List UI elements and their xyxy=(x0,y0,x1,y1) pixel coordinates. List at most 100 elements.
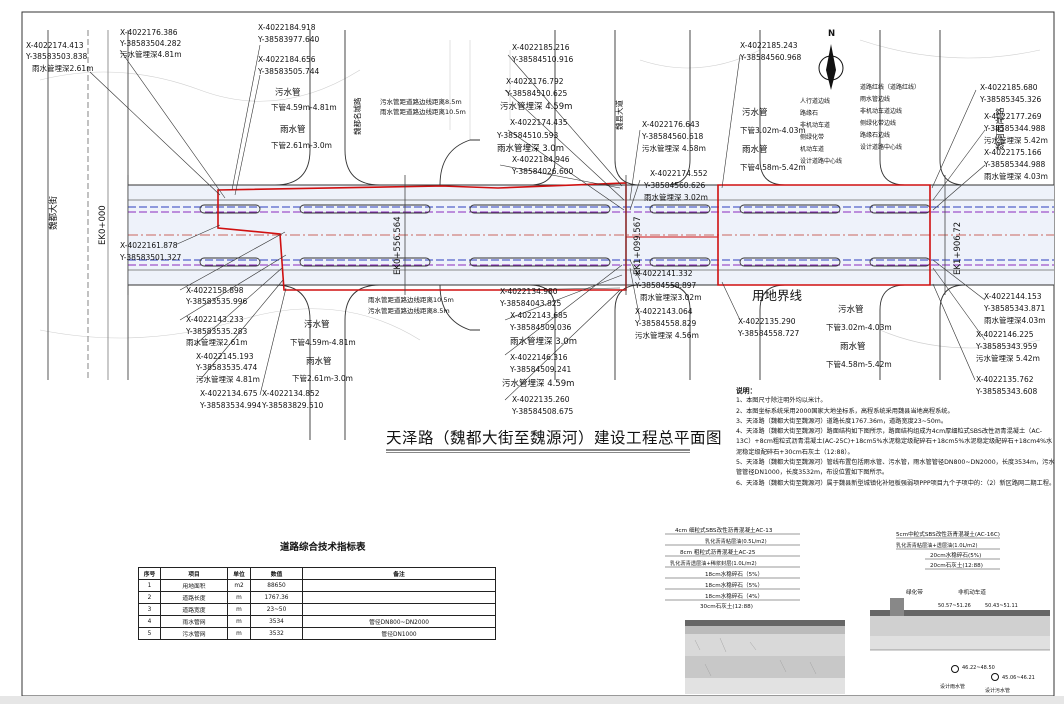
pipe2-rain-depth: 下管2.61m-3.0m xyxy=(292,373,353,383)
note-6: 6、天泽路（魏都大街至魏源河）属于魏县新型城镇化补短板强弱项PPP项目九个子项中… xyxy=(736,479,1056,487)
coord-c15-x: X-4022134.980 xyxy=(500,287,558,296)
sec2-label-5: 45.06~46.21 xyxy=(1002,675,1035,681)
coord-c17-depth: 污水管埋深 4.59m xyxy=(502,378,574,389)
sec1-layer-7: 30cm石灰土(12:88) xyxy=(700,602,753,610)
coord-c18-y: Y-38584508.675 xyxy=(511,407,573,416)
table-cell xyxy=(302,579,496,592)
notes-heading: 说明： xyxy=(736,387,757,395)
table-row: 5 污水管网 m 3532 管径DN1000 xyxy=(138,627,496,640)
road-name-east: 魏河西岸路 xyxy=(995,107,1006,150)
coord-c09-y: Y-38583534.994 xyxy=(199,401,261,410)
coord-c12-y: Y-38584510.625 xyxy=(505,89,567,98)
coord-c24-x: X-4022185.243 xyxy=(740,41,798,50)
pipe2-sewer: 污水管 xyxy=(304,319,330,330)
note-1: 1、本图尺寸除注明外均以米计。 xyxy=(736,397,827,405)
coord-c23-y: Y-38584558.727 xyxy=(737,329,799,338)
line-legend: 人行道边线 路缘石 非机动车道 侧绿化带 机动车道 设计道路中心线 道路红线（道… xyxy=(800,83,920,165)
coord-c21-depth: 雨水管埋深3.02m xyxy=(640,292,702,302)
legend-10: 路缘石边线 xyxy=(860,131,890,139)
coord-c23-x: X-4022135.290 xyxy=(738,317,796,326)
table-cell: 用地面积 xyxy=(160,579,228,592)
pipe4-sewer-depth: 下管3.02m-4.03m xyxy=(826,322,892,332)
coord-c07-depth: 雨水管埋深2.61m xyxy=(186,337,248,347)
coord-c28-depth: 雨水管埋深4.03m xyxy=(984,315,1046,325)
coord-c02-x: X-4022176.386 xyxy=(120,28,178,37)
sec2-label-2: 50.57~51.26 xyxy=(938,603,971,609)
table-cell: 管径DN800~DN2000 xyxy=(302,615,496,628)
coord-c10-x: X-4022134.852 xyxy=(262,389,320,398)
sec2-label-7: 设计污水管 xyxy=(985,687,1010,694)
pipe3-sewer-depth: 下管3.02m-4.03m xyxy=(740,125,806,135)
pipe1-sewer: 污水管 xyxy=(275,87,301,98)
legend-1: 路缘石 xyxy=(800,109,818,117)
coord-c05-y: Y-38583501.327 xyxy=(119,253,181,262)
table-header: 项目 xyxy=(160,567,228,580)
pipe4-sewer: 污水管 xyxy=(838,304,864,315)
coord-c20-y: Y-38584560.626 xyxy=(643,181,705,190)
coord-c12-x: X-4022176.792 xyxy=(506,77,564,86)
coord-c08-y: Y-38583535.474 xyxy=(195,363,257,372)
table-cell: 管径DN1000 xyxy=(302,627,496,640)
table-row: 4 雨水管网 m 3534 管径DN800~DN2000 xyxy=(138,615,496,628)
sec1-layer-0: 4cm 细粒式SBS改性沥青混凝土AC-13 xyxy=(675,526,773,534)
offset-bottom-2: 污水管距道路边线距离8.5m xyxy=(368,306,450,315)
road-name-a: 魏都名城路 xyxy=(352,97,362,135)
sec2-label-3: 50.43~51.11 xyxy=(985,603,1018,609)
legend-5: 设计道路中心线 xyxy=(800,157,842,165)
north-arrow-icon: N xyxy=(818,29,844,90)
coord-c20-depth: 雨水管埋深 3.02m xyxy=(644,192,708,202)
drawing-title: 天泽路（魏都大街至魏源河）建设工程总平面图 xyxy=(386,429,723,447)
coord-c01-y: Y-38583503.838 xyxy=(25,52,87,61)
coord-c04-y: Y-38583505.744 xyxy=(257,67,319,76)
coord-c21-x: X-4022141.332 xyxy=(635,269,693,278)
table-cell: 1 xyxy=(138,579,161,592)
sec1-layer-6: 18cm水稳碎石（4%） xyxy=(705,592,763,600)
coord-c04-x: X-4022184.656 xyxy=(258,55,316,64)
sec2-label-0: 绿化带 xyxy=(906,588,923,596)
table-cell: m xyxy=(227,603,251,616)
table-cell xyxy=(302,591,496,604)
table-cell: m xyxy=(227,591,251,604)
legend-3: 侧绿化带 xyxy=(800,133,824,141)
table-cell: 3532 xyxy=(250,627,303,640)
offset-top-1: 污水管距道路边线距离8.5m xyxy=(380,97,462,106)
coord-c09-x: X-4022134.675 xyxy=(200,389,258,398)
table-row: 3 道路宽度 m 23~50 xyxy=(138,603,496,616)
sec1-layer-3: 乳化沥青透层油+稀浆封层(1.0L/m2) xyxy=(670,559,757,567)
table-cell: 道路长度 xyxy=(160,591,228,604)
station-3: EK1+906.72 xyxy=(953,222,963,275)
coord-c03-y: Y-38583977.640 xyxy=(257,35,319,44)
table-cell: 污水管网 xyxy=(160,627,228,640)
table-cell: m xyxy=(227,627,251,640)
pipe4-rain-depth: 下管4.58m-5.42m xyxy=(826,359,892,369)
pipe3-rain-depth: 下管4.58m-5.42m xyxy=(740,162,806,172)
coord-c13-depth: 雨水管埋深 3.0m xyxy=(497,143,564,154)
pipe2-sewer-depth: 下管4.59m-4.81m xyxy=(290,337,356,347)
coord-c20-x: X-4022174.552 xyxy=(650,169,708,178)
coord-c28-y: Y-38585343.871 xyxy=(983,304,1045,313)
sec2-layer-1: 乳化沥青粘层油+透层油(1.0L/m2) xyxy=(896,541,978,549)
coord-c11-x: X-4022185.216 xyxy=(512,43,570,52)
sec2-layer-3: 20cm石灰土(12:88) xyxy=(930,561,983,569)
note-5: 5、天泽路（魏都大街至魏源河）管线布置包括雨水管、污水管，雨水管管径DN800~… xyxy=(736,459,1055,477)
coord-c19-y: Y-38584560.618 xyxy=(641,132,703,141)
station-0: EK0+000 xyxy=(98,205,108,245)
coord-c22-x: X-4022143.064 xyxy=(635,307,693,316)
coord-c19-x: X-4022176.643 xyxy=(642,120,700,129)
coord-c22-depth: 污水管埋深 4.56m xyxy=(635,330,699,340)
coord-c12-depth: 污水管埋深 4.59m xyxy=(500,101,572,112)
coord-c13-x: X-4022174.435 xyxy=(510,118,568,127)
sec1-layer-4: 18cm水稳碎石（5%） xyxy=(705,570,763,578)
table-cell: 3534 xyxy=(250,615,303,628)
station-lines xyxy=(127,175,946,295)
legend-7: 雨水管边线 xyxy=(860,95,890,103)
note-2: 2、本图坐标系统采用2000国家大地坐标系，高程系统采用魏县当地高程系统。 xyxy=(736,407,954,415)
pipe2-rain: 雨水管 xyxy=(306,356,332,367)
note-3: 3、天泽路（魏都大街至魏源河）道路长度1767.36m，道路宽度23~50m。 xyxy=(736,417,948,425)
sec2-layer-2: 20cm水稳碎石(5%) xyxy=(930,551,981,559)
coord-c25-x: X-4022185.680 xyxy=(980,83,1038,92)
coord-c13-y: Y-38584510.593 xyxy=(496,131,558,140)
coord-c25-y: Y-38585345.326 xyxy=(979,95,1041,104)
table-cell: 5 xyxy=(138,627,161,640)
